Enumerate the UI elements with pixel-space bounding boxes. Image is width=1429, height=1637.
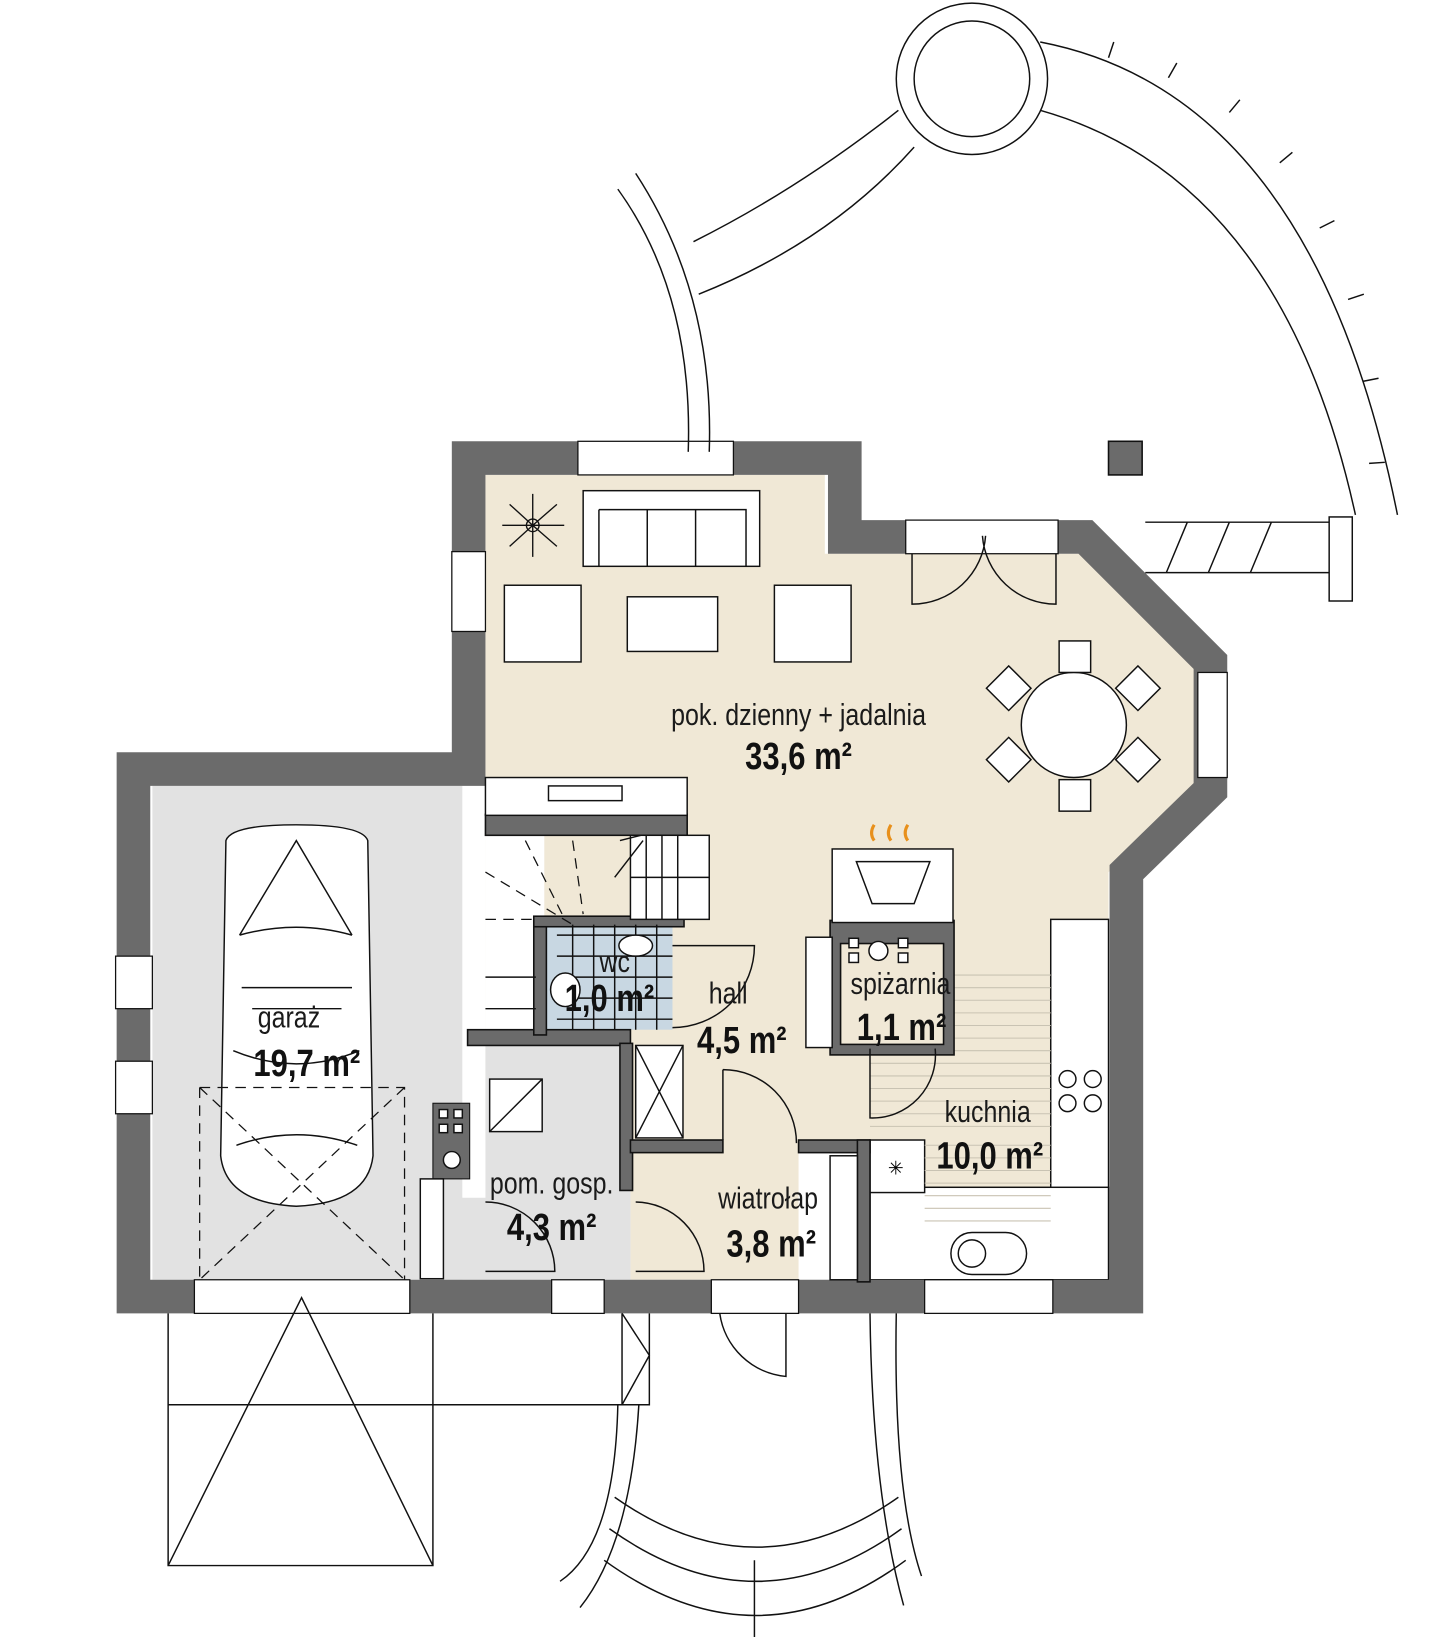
door-swing bbox=[869, 1048, 937, 1119]
room-name-garage: garaż bbox=[258, 1000, 321, 1034]
door-swing bbox=[722, 1068, 798, 1144]
chimney bbox=[1107, 440, 1143, 476]
window bbox=[451, 550, 487, 633]
window bbox=[551, 1279, 605, 1315]
wall-hall-left bbox=[466, 1028, 632, 1047]
flame-icon bbox=[870, 823, 910, 842]
window bbox=[577, 440, 735, 476]
furniture: ✳ bbox=[199, 489, 1162, 1281]
stove-icon bbox=[848, 937, 909, 964]
toilet-icon bbox=[549, 972, 581, 1008]
armchair bbox=[503, 584, 582, 663]
room-area-living: 33,6 m² bbox=[745, 736, 852, 778]
utility-floor bbox=[441, 1043, 631, 1280]
window bbox=[114, 1060, 154, 1115]
room-name-utility: pom. gosp. bbox=[490, 1166, 614, 1200]
entrance-door-swing bbox=[719, 1313, 787, 1378]
room-area-pantry: 1,1 m² bbox=[857, 1007, 947, 1049]
window bbox=[114, 955, 154, 1010]
room-area-wc: 1,0 m² bbox=[565, 978, 655, 1020]
door-swing bbox=[911, 535, 1057, 605]
garage-door bbox=[193, 1279, 411, 1315]
room-area-garage: 19,7 m² bbox=[253, 1043, 360, 1085]
door-swing bbox=[485, 1201, 556, 1273]
wc-fixtures bbox=[549, 924, 673, 1030]
sofa bbox=[582, 489, 761, 568]
washbasin-icon bbox=[618, 934, 654, 957]
extractor-icon: ✳ bbox=[888, 1158, 904, 1180]
heating-unit bbox=[432, 1102, 471, 1180]
wall-wc-top bbox=[532, 915, 685, 928]
car bbox=[219, 824, 374, 1207]
sink-icon bbox=[950, 1231, 1028, 1276]
room-name-living: pok. dzienny + jadalnia bbox=[671, 698, 926, 732]
kitchen-floor-pattern bbox=[870, 974, 1051, 1222]
window bbox=[1197, 671, 1228, 779]
entrance-door-gap bbox=[710, 1279, 800, 1315]
windows bbox=[114, 440, 1228, 1315]
window bbox=[924, 1279, 1054, 1315]
stairs bbox=[485, 834, 710, 1010]
fireplace bbox=[831, 823, 954, 924]
room-name-kitchen: kuchnia bbox=[945, 1095, 1032, 1129]
door-swing bbox=[672, 944, 756, 1029]
wall-utility bbox=[619, 1042, 634, 1192]
door-swing bbox=[635, 1201, 705, 1273]
plant-icon bbox=[502, 493, 565, 557]
room-area-windbreak: 3,8 m² bbox=[726, 1224, 816, 1266]
room-name-windbreak: wiatrołap bbox=[717, 1181, 818, 1215]
doors bbox=[485, 535, 1057, 1378]
dining-table bbox=[985, 640, 1162, 812]
room-name-pantry: spiżarnia bbox=[850, 967, 950, 1001]
wall-kitchen bbox=[856, 1139, 871, 1283]
cooktop-icon bbox=[1058, 1069, 1102, 1113]
armchair bbox=[773, 584, 852, 663]
wall-windbreak bbox=[629, 1139, 724, 1154]
entrance-steps bbox=[167, 1295, 923, 1637]
room-area-hall: 4,5 m² bbox=[697, 1020, 787, 1062]
wall-stair bbox=[484, 813, 688, 837]
room-name-wc: wc bbox=[599, 945, 630, 979]
room-area-utility: 4,3 m² bbox=[507, 1207, 597, 1249]
room-name-hall: hall bbox=[709, 976, 748, 1010]
terrace bbox=[617, 2, 1399, 602]
coffee-table bbox=[626, 596, 719, 653]
garage-door-swing[interactable] bbox=[199, 1086, 406, 1281]
room-area-kitchen: 10,0 m² bbox=[936, 1136, 1043, 1178]
room-labels: pok. dzienny + jadalnia 33,6 m² garaż 19… bbox=[253, 698, 1043, 1266]
